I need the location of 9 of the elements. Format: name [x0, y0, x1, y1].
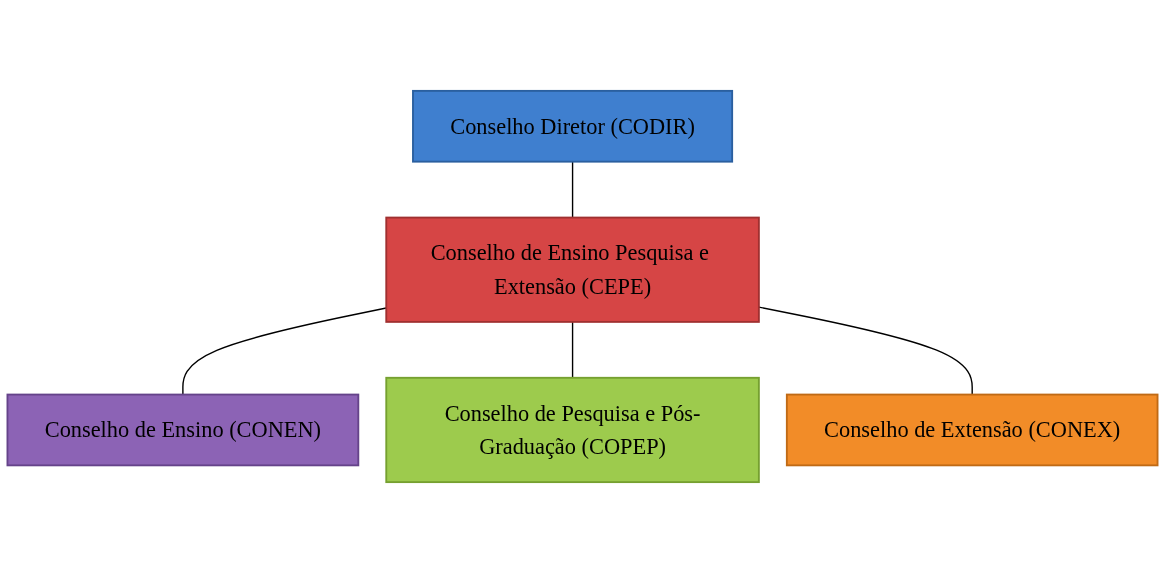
connector [571, 321, 574, 379]
node-box: Conselho de Extensão (CONEX) [785, 393, 1159, 467]
connector [758, 306, 973, 396]
connector [571, 160, 574, 219]
connector [182, 307, 387, 396]
node-box: Conselho Diretor (CODIR) [412, 89, 734, 163]
node-box: Conselho de Ensino Pesquisa e Extensão (CEPE) [385, 216, 760, 323]
node-box: Conselho de Pesquisa e Pós-Graduação (COPEP) [385, 376, 760, 484]
node-box: Conselho de Ensino (CONEN) [6, 393, 360, 467]
